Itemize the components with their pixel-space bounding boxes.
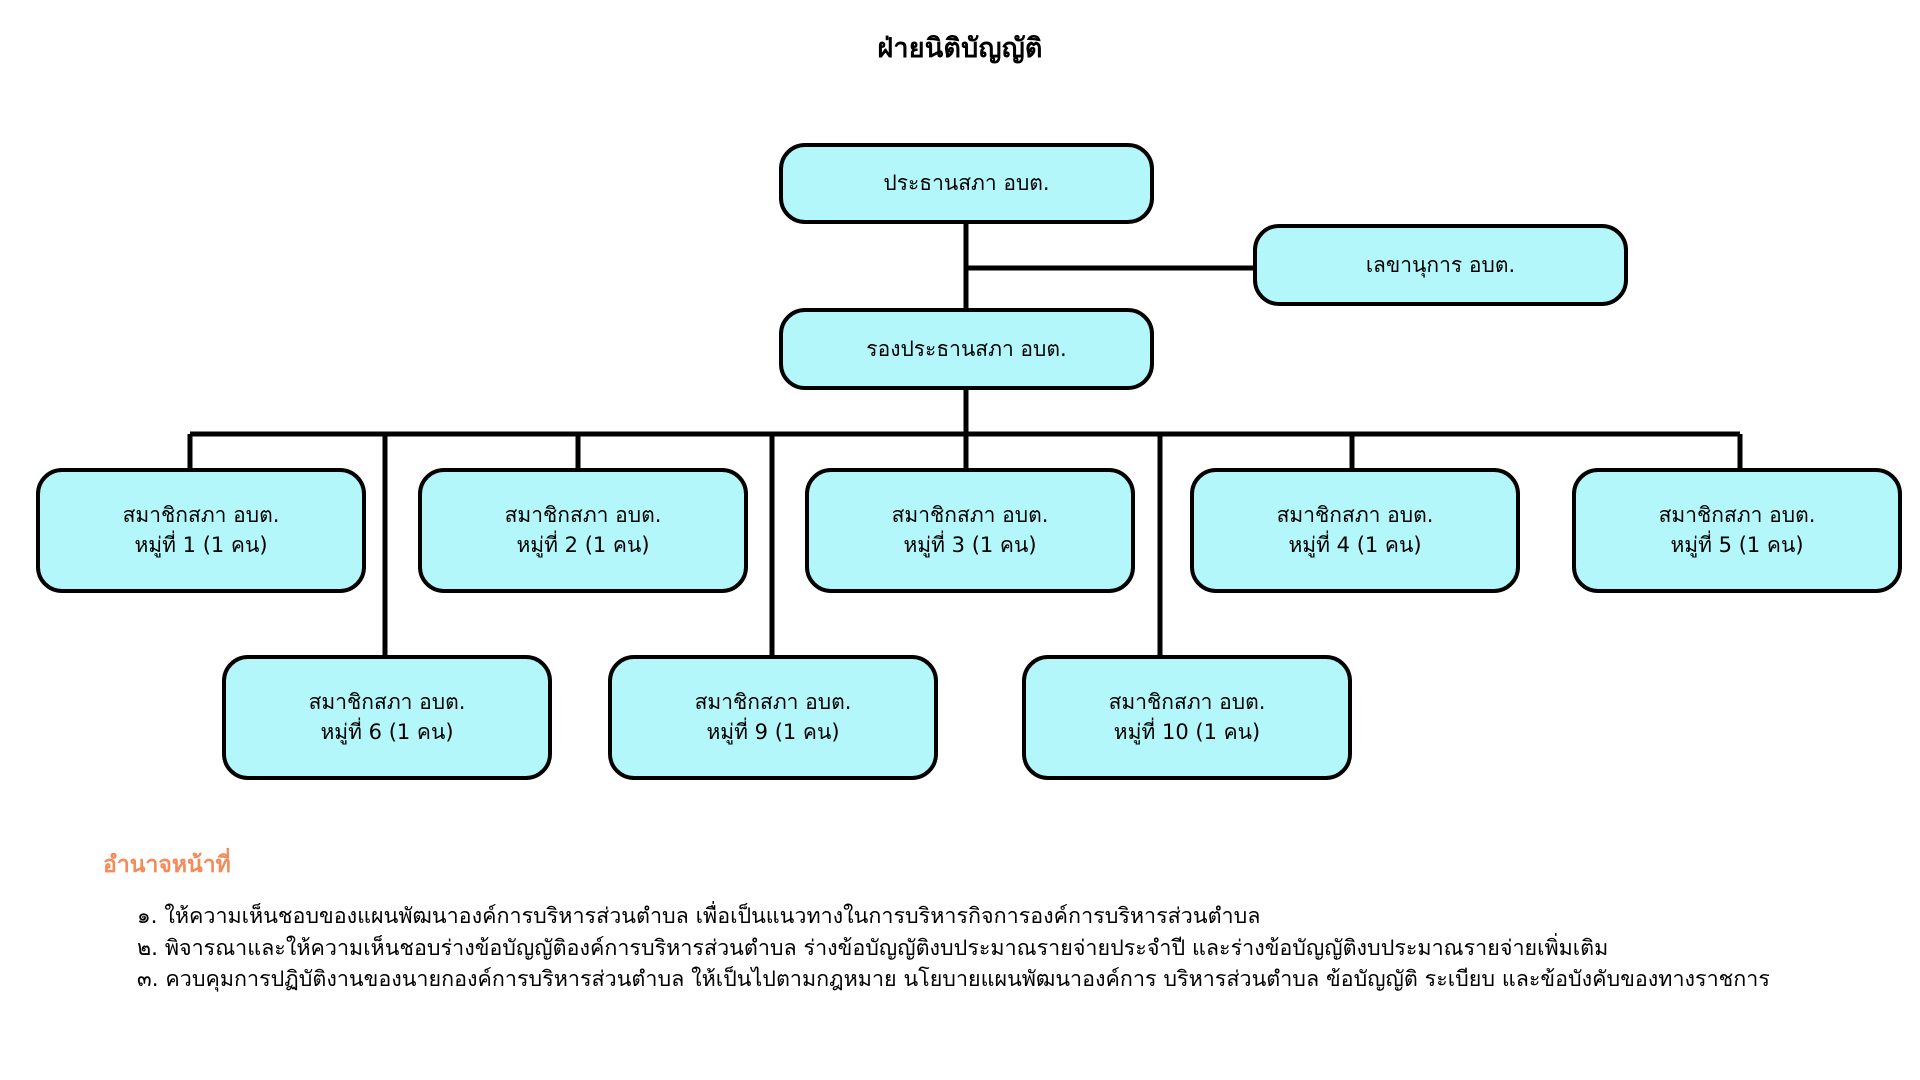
node-member-moo-1-line1: สมาชิกสภา อบต. [122,503,280,528]
node-member-moo-1-line2: หมู่ที่ 1 (1 คน) [134,533,268,557]
node-chairman[interactable]: ประธานสภา อบต. [779,143,1154,224]
node-member-moo-2[interactable]: สมาชิกสภา อบต. หมู่ที่ 2 (1 คน) [418,468,748,593]
node-member-moo-6[interactable]: สมาชิกสภา อบต. หมู่ที่ 6 (1 คน) [222,655,552,780]
node-member-moo-2-line2: หมู่ที่ 2 (1 คน) [516,533,650,557]
node-member-moo-9-line2: หมู่ที่ 9 (1 คน) [706,720,840,744]
node-member-moo-4-line2: หมู่ที่ 4 (1 คน) [1288,533,1422,557]
node-member-moo-3[interactable]: สมาชิกสภา อบต. หมู่ที่ 3 (1 คน) [805,468,1135,593]
node-member-moo-2-line1: สมาชิกสภา อบต. [504,503,662,528]
duties-heading: อำนาจหน้าที่ [103,852,231,878]
node-member-moo-6-line1: สมาชิกสภา อบต. [308,690,466,715]
node-vice-chairman[interactable]: รองประธานสภา อบต. [779,308,1154,390]
node-member-moo-10-line2: หมู่ที่ 10 (1 คน) [1113,720,1261,744]
node-member-moo-4[interactable]: สมาชิกสภา อบต. หมู่ที่ 4 (1 คน) [1190,468,1520,593]
duty-item-2: ๒. พิจารณาและให้ความเห็นชอบร่างข้อบัญญัต… [137,935,1609,961]
node-secretary[interactable]: เลขานุการ อบต. [1253,224,1628,306]
node-vice-chairman-label: รองประธานสภา อบต. [866,336,1067,361]
node-member-moo-1[interactable]: สมาชิกสภา อบต. หมู่ที่ 1 (1 คน) [36,468,366,593]
node-member-moo-9[interactable]: สมาชิกสภา อบต. หมู่ที่ 9 (1 คน) [608,655,938,780]
duties-list: ๑. ให้ความเห็นชอบของแผนพัฒนาองค์การบริหา… [137,901,1897,996]
node-member-moo-3-line1: สมาชิกสภา อบต. [891,503,1049,528]
node-member-moo-5-line1: สมาชิกสภา อบต. [1658,503,1816,528]
node-member-moo-3-line2: หมู่ที่ 3 (1 คน) [903,533,1037,557]
node-member-moo-10-line1: สมาชิกสภา อบต. [1108,690,1266,715]
duty-item-3: ๓. ควบคุมการปฏิบัติงานของนายกองค์การบริห… [137,967,1770,993]
node-secretary-label: เลขานุการ อบต. [1365,252,1516,277]
node-member-moo-6-line2: หมู่ที่ 6 (1 คน) [320,720,454,744]
node-member-moo-10[interactable]: สมาชิกสภา อบต. หมู่ที่ 10 (1 คน) [1022,655,1352,780]
node-chairman-label: ประธานสภา อบต. [883,171,1050,196]
duty-item-1: ๑. ให้ความเห็นชอบของแผนพัฒนาองค์การบริหา… [137,904,1261,929]
node-member-moo-5-line2: หมู่ที่ 5 (1 คน) [1670,533,1804,557]
node-member-moo-4-line1: สมาชิกสภา อบต. [1276,503,1434,528]
node-member-moo-5[interactable]: สมาชิกสภา อบต. หมู่ที่ 5 (1 คน) [1572,468,1902,593]
page-title: ฝ่ายนิติบัญญัติ [877,33,1043,64]
node-member-moo-9-line1: สมาชิกสภา อบต. [694,690,852,715]
